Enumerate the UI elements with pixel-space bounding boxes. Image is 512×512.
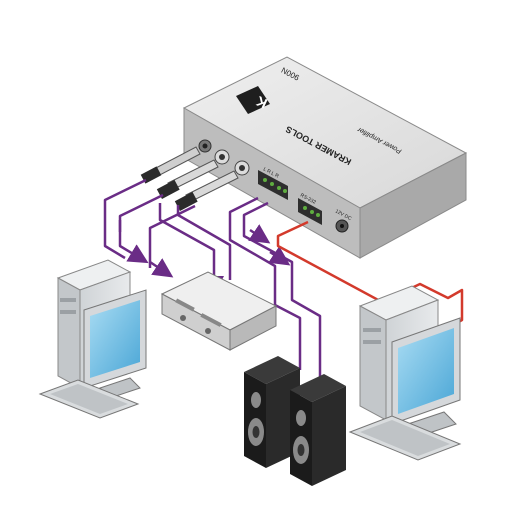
left-computer [38,259,147,419]
cable-pc-audio [103,178,147,260]
source-knob [180,315,186,321]
rca-plug-right [174,170,239,211]
rs232-terminal-block[interactable] [298,198,322,225]
power-amplifier-device: K 900N KRAMER TOOLS Power Amplifier L R … [182,56,468,259]
monitor-left [83,289,147,399]
cable-speaker-right [242,201,322,378]
monitor-screen-left [90,300,140,378]
speaker-right [290,374,346,486]
cable-speaker-left [228,196,302,370]
keyboard-right [348,415,462,461]
audio-cables [103,178,322,378]
cable-rca-source [176,205,232,280]
front-panel-ports: L R L R RS-232 12V DC [198,139,353,233]
keyboard-left [38,379,140,419]
mini-jack-plug [140,146,201,184]
monitor-right [391,317,461,437]
audio-source-device [160,271,278,351]
right-computer [348,285,462,461]
kramer-logo-icon: K [236,86,270,114]
tweeter-icon [251,392,261,408]
rs232-cable [276,220,464,330]
monitor-screen-right [398,328,454,414]
